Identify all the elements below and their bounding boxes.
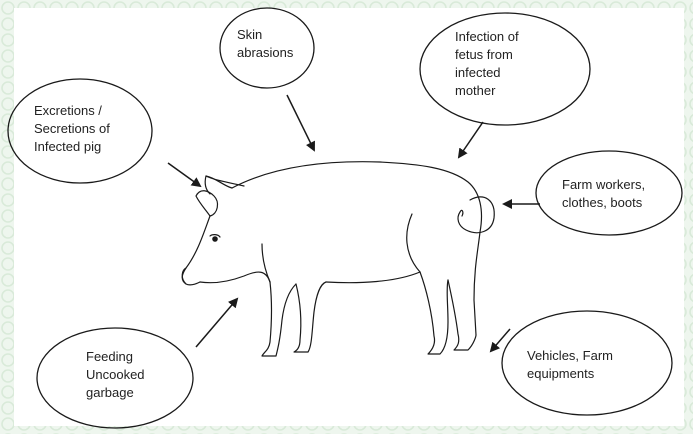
arrow-excretions (168, 163, 200, 186)
node-fetus-label: Infection of fetus from infected mother (455, 28, 519, 100)
node-excretions-label: Excretions / Secretions of Infected pig (34, 102, 110, 156)
node-skin-label: Skin abrasions (237, 26, 293, 62)
arrow-feeding (196, 299, 237, 347)
arrow-fetus (459, 122, 483, 157)
node-vehicles-label: Vehicles, Farm equipments (527, 347, 613, 383)
arrow-vehicles (491, 329, 510, 351)
node-workers-label: Farm workers, clothes, boots (562, 176, 645, 212)
pig-illustration (182, 162, 494, 356)
node-feeding-label: Feeding Uncooked garbage (86, 348, 145, 402)
arrow-skin (287, 95, 314, 150)
